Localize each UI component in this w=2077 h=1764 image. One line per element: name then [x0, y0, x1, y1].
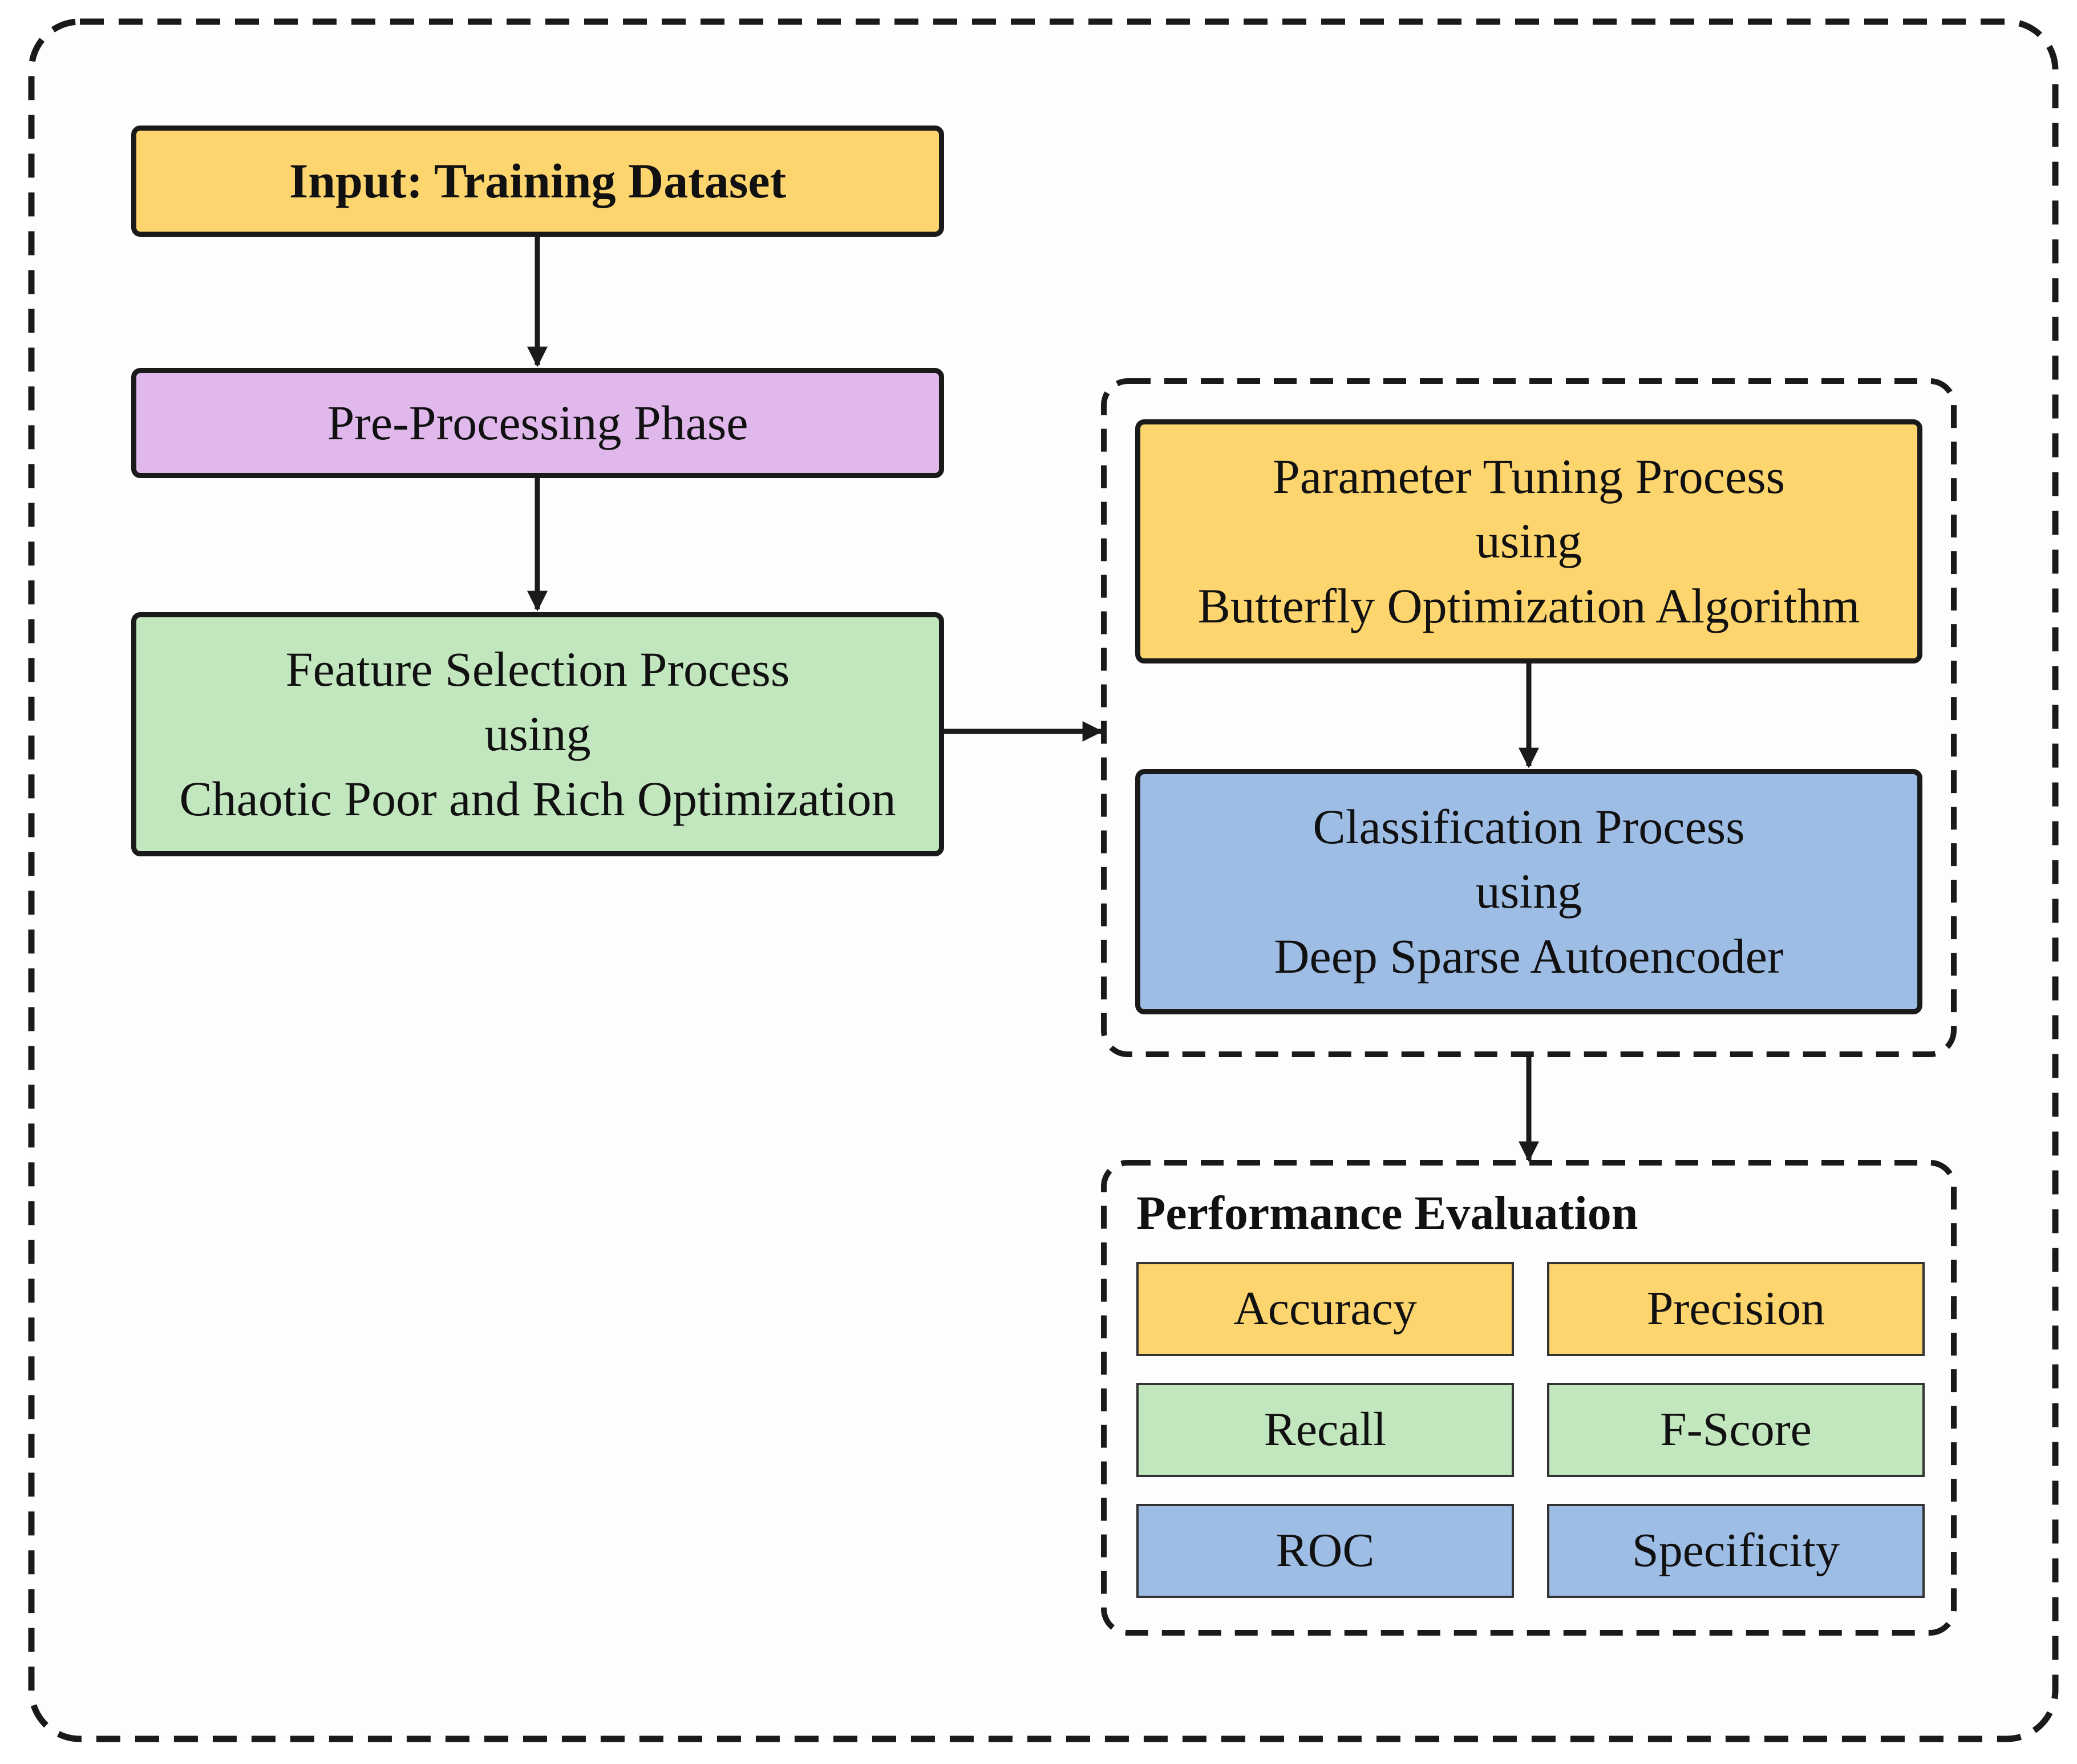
parameter-tuning-line-1: Parameter Tuning Process	[1272, 448, 1786, 504]
input-node-label: Input: Training Dataset	[289, 153, 787, 208]
classification-line-3: Deep Sparse Autoencoder	[1274, 928, 1784, 984]
metric-specificity: Specificity	[1547, 1504, 1925, 1598]
metric-specificity-label: Specificity	[1632, 1524, 1840, 1577]
performance-evaluation-title: Performance Evaluation	[1136, 1187, 1638, 1240]
metric-roc-label: ROC	[1276, 1524, 1375, 1577]
parameter-tuning-line-3: Butterfly Optimization Algorithm	[1197, 578, 1860, 633]
metric-accuracy-label: Accuracy	[1233, 1282, 1417, 1336]
feature-selection-line-1: Feature Selection Process	[285, 641, 790, 697]
parameter-tuning-line-2: using	[1475, 513, 1582, 569]
metric-f-score-label: F-Score	[1660, 1403, 1812, 1456]
metric-precision-label: Precision	[1646, 1282, 1825, 1336]
preprocessing-node: Pre-Processing Phase	[131, 368, 944, 478]
parameter-tuning-node: Parameter Tuning Process using Butterfly…	[1135, 419, 1922, 663]
preprocessing-node-label: Pre-Processing Phase	[327, 395, 748, 450]
feature-selection-line-3: Chaotic Poor and Rich Optimization	[179, 771, 896, 826]
feature-selection-node: Feature Selection Process using Chaotic …	[131, 612, 944, 856]
feature-selection-line-2: using	[484, 706, 591, 762]
metric-f-score: F-Score	[1547, 1383, 1925, 1477]
metric-recall-label: Recall	[1264, 1403, 1387, 1456]
classification-node: Classification Process using Deep Sparse…	[1135, 769, 1922, 1014]
input-node: Input: Training Dataset	[131, 126, 944, 237]
metric-precision: Precision	[1547, 1262, 1925, 1356]
metric-recall: Recall	[1136, 1383, 1514, 1477]
metric-accuracy: Accuracy	[1136, 1262, 1514, 1356]
metric-roc: ROC	[1136, 1504, 1514, 1598]
classification-line-1: Classification Process	[1313, 799, 1745, 854]
classification-line-2: using	[1475, 864, 1582, 919]
